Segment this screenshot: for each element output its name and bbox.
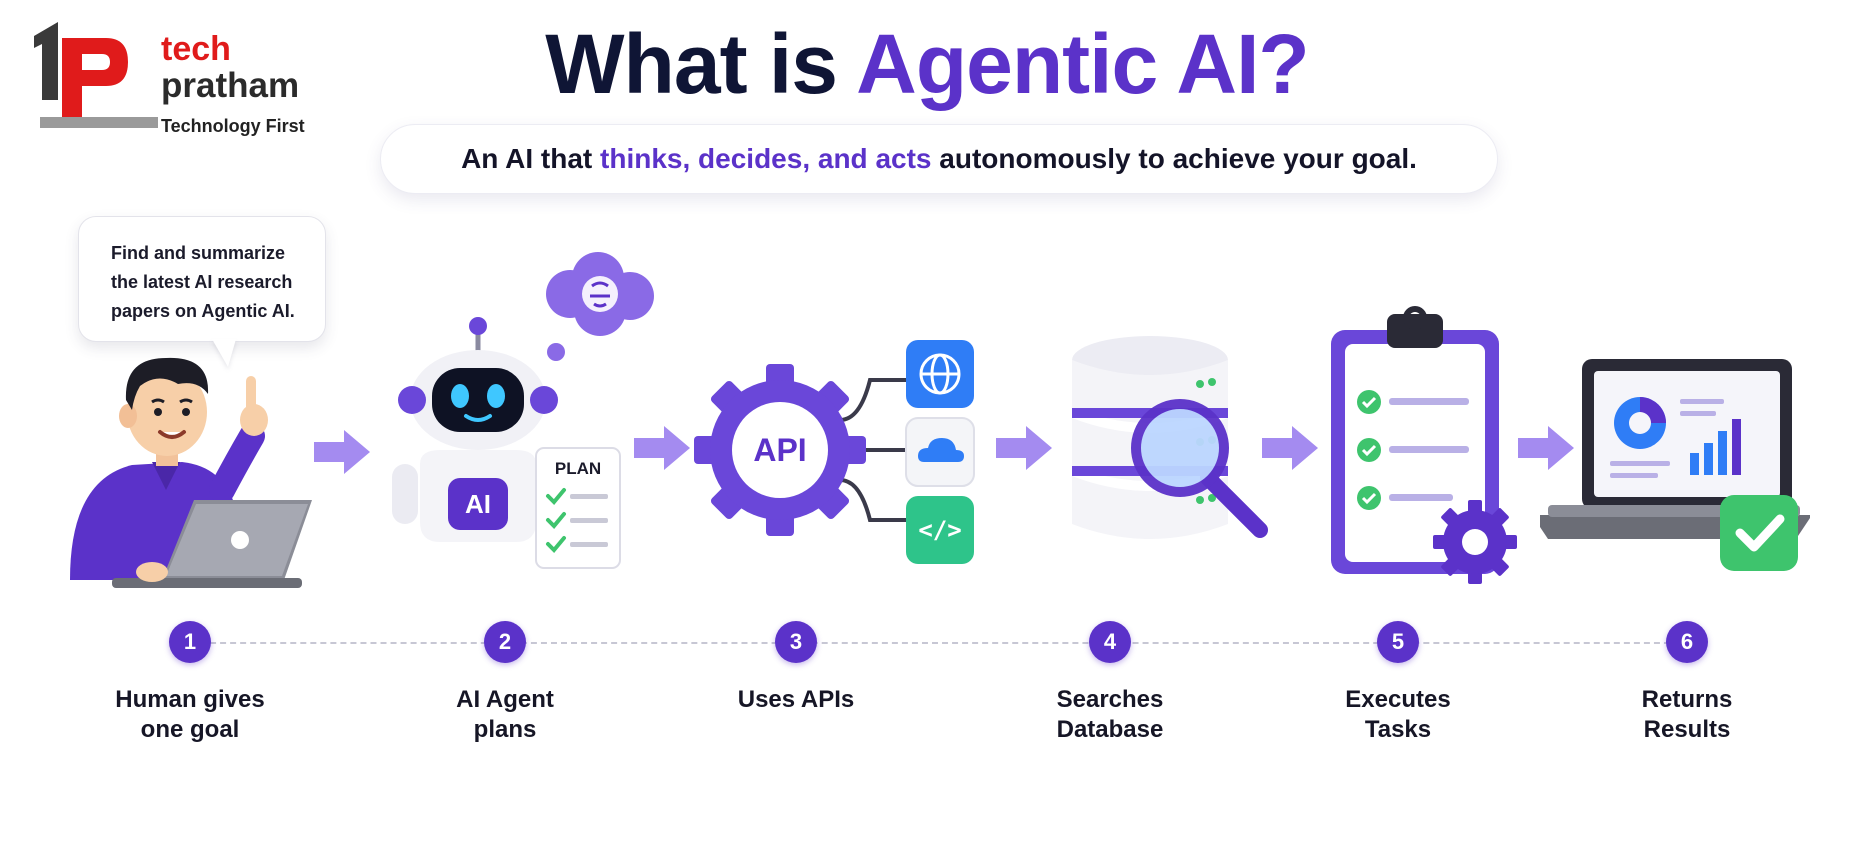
subtitle-accent: thinks, decides, and acts	[600, 143, 932, 174]
plan-label: PLAN	[555, 459, 601, 478]
step-number: 6	[1666, 621, 1708, 663]
step-label: AI Agent plans	[456, 686, 554, 743]
step-3: 3 Uses APIs	[676, 621, 916, 715]
step-label: Executes Tasks	[1345, 686, 1451, 743]
step-6: 6 Returns Results	[1567, 621, 1807, 745]
api-gear-illustration: API </>	[694, 340, 975, 564]
code-icon: </>	[906, 496, 974, 564]
step-number: 5	[1377, 621, 1419, 663]
step-number: 4	[1089, 621, 1131, 663]
robot-ai-badge: AI	[465, 489, 491, 519]
brain-thought-cloud	[546, 252, 654, 361]
step-label: Searches Database	[1056, 686, 1164, 743]
code-glyph: </>	[918, 516, 961, 544]
plan-document: PLAN	[535, 447, 621, 569]
human-with-laptop-illustration	[70, 357, 312, 588]
magnifier-icon	[1131, 399, 1268, 538]
brand-underline	[40, 117, 158, 128]
step-number: 1	[169, 621, 211, 663]
step-4: 4 Searches Database	[990, 621, 1230, 745]
subtitle-after: autonomously to achieve your goal.	[939, 143, 1417, 174]
step-number: 3	[775, 621, 817, 663]
database-search-illustration	[1072, 336, 1268, 539]
flow-arrow-2	[634, 426, 690, 470]
page-title: What is Agentic AI?	[0, 18, 1854, 110]
speech-bubble-tail	[212, 339, 236, 367]
step-number: 2	[484, 621, 526, 663]
step-label: Human gives one goal	[115, 686, 265, 743]
step-1: 1 Human gives one goal	[70, 621, 310, 745]
success-check-icon	[1720, 495, 1798, 571]
speech-line: papers on Agentic AI.	[111, 301, 295, 321]
gear-icon	[1433, 500, 1517, 584]
flow-arrow-3	[996, 426, 1052, 470]
subtitle-before: An AI that	[461, 143, 593, 174]
speech-line: Find and summarize	[111, 243, 286, 263]
title-accent: Agentic AI?	[856, 17, 1310, 111]
flow-arrow-5	[1518, 426, 1574, 470]
tp-logo-mark	[34, 22, 128, 118]
step-timeline	[190, 642, 1680, 644]
flow-arrow-4	[1262, 426, 1318, 470]
ai-agent-robot-illustration: AI PLAN	[392, 252, 654, 569]
subtitle-pill: An AI that thinks, decides, and acts aut…	[380, 124, 1498, 194]
brand-logo: tech pratham Technology First	[28, 18, 328, 138]
task-clipboard-illustration	[1331, 306, 1517, 584]
step-2: 2 AI Agent plans	[385, 621, 625, 745]
globe-icon	[906, 340, 974, 408]
flow-arrow-1	[314, 430, 370, 474]
speech-line: the latest AI research	[111, 272, 293, 292]
speech-bubble: Find and summarize the latest AI researc…	[78, 216, 326, 342]
title-prefix: What is	[545, 17, 857, 111]
step-5: 5 Executes Tasks	[1278, 621, 1518, 745]
cloud-icon	[905, 417, 975, 487]
api-label: API	[753, 432, 806, 468]
step-label: Returns Results	[1641, 686, 1733, 743]
brand-name-line2: pratham	[161, 66, 300, 105]
brand-name-line1: tech	[161, 30, 231, 68]
results-laptop-illustration	[1540, 359, 1810, 571]
brand-tagline: Technology First	[161, 116, 305, 136]
step-label: Uses APIs	[737, 686, 855, 713]
